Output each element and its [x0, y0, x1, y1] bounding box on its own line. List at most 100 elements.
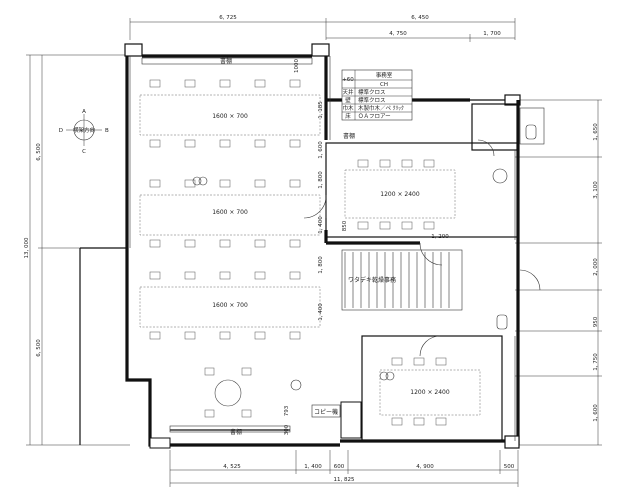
table-label-3: 1600 × 700: [212, 302, 248, 309]
chair: [219, 179, 231, 188]
chair: [219, 331, 231, 340]
dim-inner-small-5: 300: [284, 424, 290, 435]
dim-right-4: 950: [593, 316, 599, 327]
chair: [184, 239, 196, 248]
dim-right-2: 3, 100: [593, 181, 599, 199]
compass-a: A: [82, 109, 86, 115]
dim-bottom-4: 4, 900: [416, 464, 434, 470]
chair: [423, 159, 435, 168]
chair: [401, 221, 413, 230]
walls: [79, 43, 545, 449]
chair: [254, 331, 266, 340]
bookshelf-label-top: 書棚: [220, 57, 232, 65]
chair: [254, 179, 266, 188]
chair: [149, 271, 161, 280]
dim-top-1: 6, 725: [219, 15, 237, 21]
legend-ch: CH: [380, 82, 388, 88]
inner-dimensions: 1, 185 1, 600 1, 800 1, 400 1, 800 1, 40…: [284, 59, 449, 436]
chair: [149, 139, 161, 148]
chair: [289, 79, 301, 88]
legend-key-4: 床: [345, 112, 351, 120]
stair-label: ワタデキ乾燥事務: [348, 276, 396, 284]
dim-inner-1: 1, 185: [318, 101, 324, 119]
chairs: [149, 79, 447, 426]
right-dimensions: 1, 650 3, 100 2, 000 950 1, 750 1, 600: [515, 99, 602, 446]
legend-key-2: 壁: [345, 96, 351, 104]
dim-left-lower: 6, 500: [36, 339, 42, 357]
chair: [149, 179, 161, 188]
legend-title: 事務室: [376, 71, 393, 79]
dim-inner-small-4: 793: [284, 405, 290, 416]
toilets: [496, 124, 537, 330]
table-label-2: 1600 × 700: [212, 209, 248, 216]
bookshelf-label-mid: 書棚: [343, 132, 355, 140]
dim-bottom-1: 4, 525: [223, 464, 241, 470]
dim-inner-small-2: 850: [342, 220, 348, 231]
dim-top-sub-1: 4, 750: [389, 31, 407, 37]
chair: [254, 139, 266, 148]
chair: [379, 221, 391, 230]
chair: [391, 357, 403, 366]
left-dimensions: 13, 000 6, 500 6, 500: [24, 54, 130, 446]
stair-treads: [344, 252, 450, 308]
desk-groups: 1600 × 700 1600 × 700 1600 × 700 1200 × …: [139, 94, 481, 416]
chair: [149, 331, 161, 340]
chair: [219, 79, 231, 88]
dim-top-2: 6, 450: [411, 15, 429, 21]
compass-label: 横架方向: [73, 126, 95, 134]
copier: コピー機: [311, 404, 341, 418]
compass-c: C: [82, 149, 86, 155]
doors: [303, 139, 541, 357]
dim-right-6: 1, 600: [593, 404, 599, 422]
compass: A C D B 横架方向: [59, 109, 109, 155]
legend-key-3: 巾木: [342, 104, 354, 112]
chair: [254, 79, 266, 88]
chair: [219, 271, 231, 280]
table-label-5: 1200 × 2400: [410, 389, 450, 396]
table-label-1: 1600 × 700: [212, 113, 248, 120]
dim-bottom-2: 1, 400: [304, 464, 322, 470]
legend-box: +60 事務室 CH 天井 標準クロス 壁 標準クロス 巾木 木製巾木／ペ ｸﾘ…: [341, 69, 413, 121]
dim-inner-5: 1, 800: [318, 256, 324, 274]
chair: [413, 357, 425, 366]
round-table: [204, 367, 252, 418]
chair: [289, 179, 301, 188]
dim-top-sub-2: 1, 700: [483, 31, 501, 37]
dim-left-upper: 6, 500: [36, 143, 42, 161]
windows: [129, 56, 516, 441]
legend-level: +60: [342, 77, 354, 83]
dim-bottom-5: 500: [504, 464, 515, 470]
dim-right-3: 2, 000: [593, 258, 599, 276]
dim-inner-small-1: 1000: [294, 59, 300, 73]
chair: [379, 159, 391, 168]
plants: [192, 168, 508, 391]
chair: [423, 221, 435, 230]
chair: [357, 221, 369, 230]
chair: [413, 417, 425, 426]
chair: [184, 271, 196, 280]
compass-d: D: [59, 128, 63, 134]
copier-label: コピー機: [314, 408, 338, 416]
table-label-4: 1200 × 2400: [380, 191, 420, 198]
dim-inner-4: 1, 400: [318, 216, 324, 234]
chair: [289, 331, 301, 340]
chair: [219, 239, 231, 248]
chair: [184, 179, 196, 188]
chair: [435, 417, 447, 426]
dim-right-5: 1, 750: [593, 353, 599, 371]
legend-value-1: 標準クロス: [358, 88, 386, 96]
bookshelf-label-bottom: 書棚: [230, 428, 242, 436]
chair: [184, 139, 196, 148]
legend-value-3: 木製巾木／ペ ｸﾘｯｸ: [358, 104, 404, 112]
dim-inner-2: 1, 600: [318, 141, 324, 159]
chair: [289, 239, 301, 248]
chair: [149, 79, 161, 88]
legend-value-4: ＯＡフロアー: [358, 113, 391, 120]
legend-value-2: 標準クロス: [358, 96, 386, 104]
dim-bottom-total: 11, 825: [334, 477, 355, 483]
legend-key-1: 天井: [342, 88, 354, 96]
dim-inner-small-3: 1, 200: [431, 234, 449, 240]
dim-inner-3: 1, 800: [318, 171, 324, 189]
chair: [184, 331, 196, 340]
